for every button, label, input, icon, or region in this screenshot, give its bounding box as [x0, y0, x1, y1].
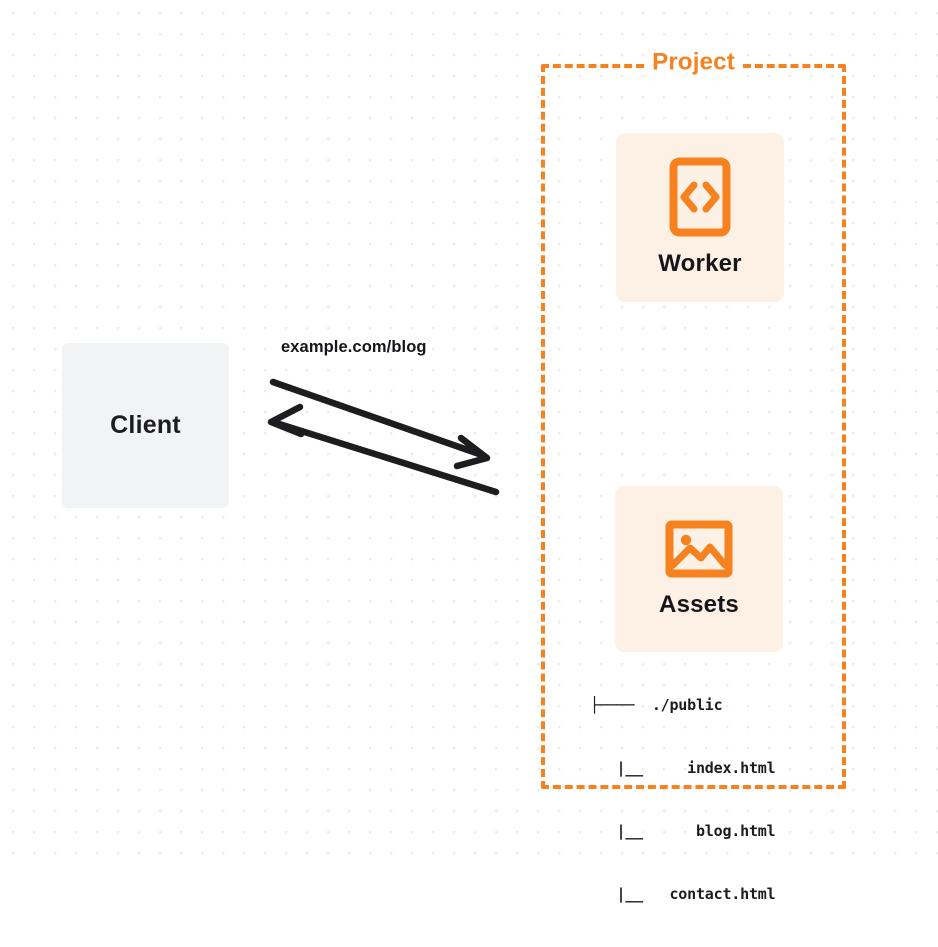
assets-label: Assets — [659, 590, 739, 618]
request-arrow — [269, 378, 491, 470]
assets-node[interactable]: Assets — [615, 486, 783, 652]
file-tree-line: |__ contact.html — [590, 885, 776, 903]
assets-file-tree: ├──── ./public |__ index.html |__ blog.h… — [590, 653, 776, 947]
connection-label: example.com/blog — [281, 338, 427, 356]
client-node[interactable]: Client — [62, 343, 229, 508]
client-label: Client — [110, 411, 181, 439]
worker-label: Worker — [658, 250, 742, 277]
worker-node[interactable]: Worker — [616, 133, 784, 302]
project-container: Project Worker Assets — [541, 48, 846, 903]
file-tree-line: |__ blog.html — [590, 822, 776, 840]
image-icon — [665, 520, 733, 578]
code-brackets-icon — [669, 157, 731, 237]
diagram-canvas: Client example.com/blog Project — [0, 0, 938, 903]
response-arrow — [267, 403, 500, 496]
file-tree-line: ├──── ./public — [590, 696, 723, 714]
project-title: Project — [645, 48, 742, 77]
file-tree-line: |__ index.html — [590, 759, 776, 777]
